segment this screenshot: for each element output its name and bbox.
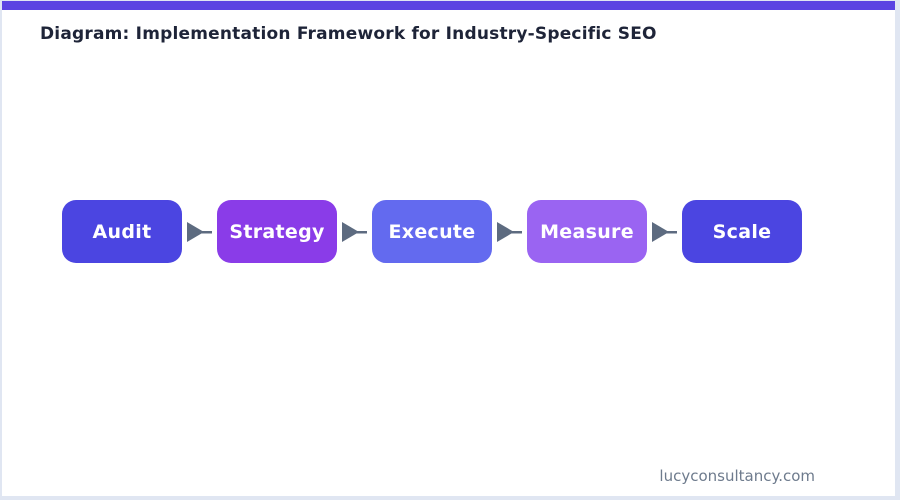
process-flow: Audit Strategy Execute Measure (62, 200, 802, 263)
right-arrow-icon (182, 200, 217, 263)
flow-step-measure: Measure (527, 200, 647, 263)
right-arrow-icon (492, 200, 527, 263)
page-title: Diagram: Implementation Framework for In… (40, 24, 657, 44)
flow-step-execute: Execute (372, 200, 492, 263)
flow-step-scale: Scale (682, 200, 802, 263)
flow-step-audit: Audit (62, 200, 182, 263)
right-arrow-icon (337, 200, 372, 263)
flow-step-strategy: Strategy (217, 200, 337, 263)
top-accent-bar (2, 1, 895, 10)
footer-website: lucyconsultancy.com (659, 467, 815, 485)
right-arrow-icon (647, 200, 682, 263)
